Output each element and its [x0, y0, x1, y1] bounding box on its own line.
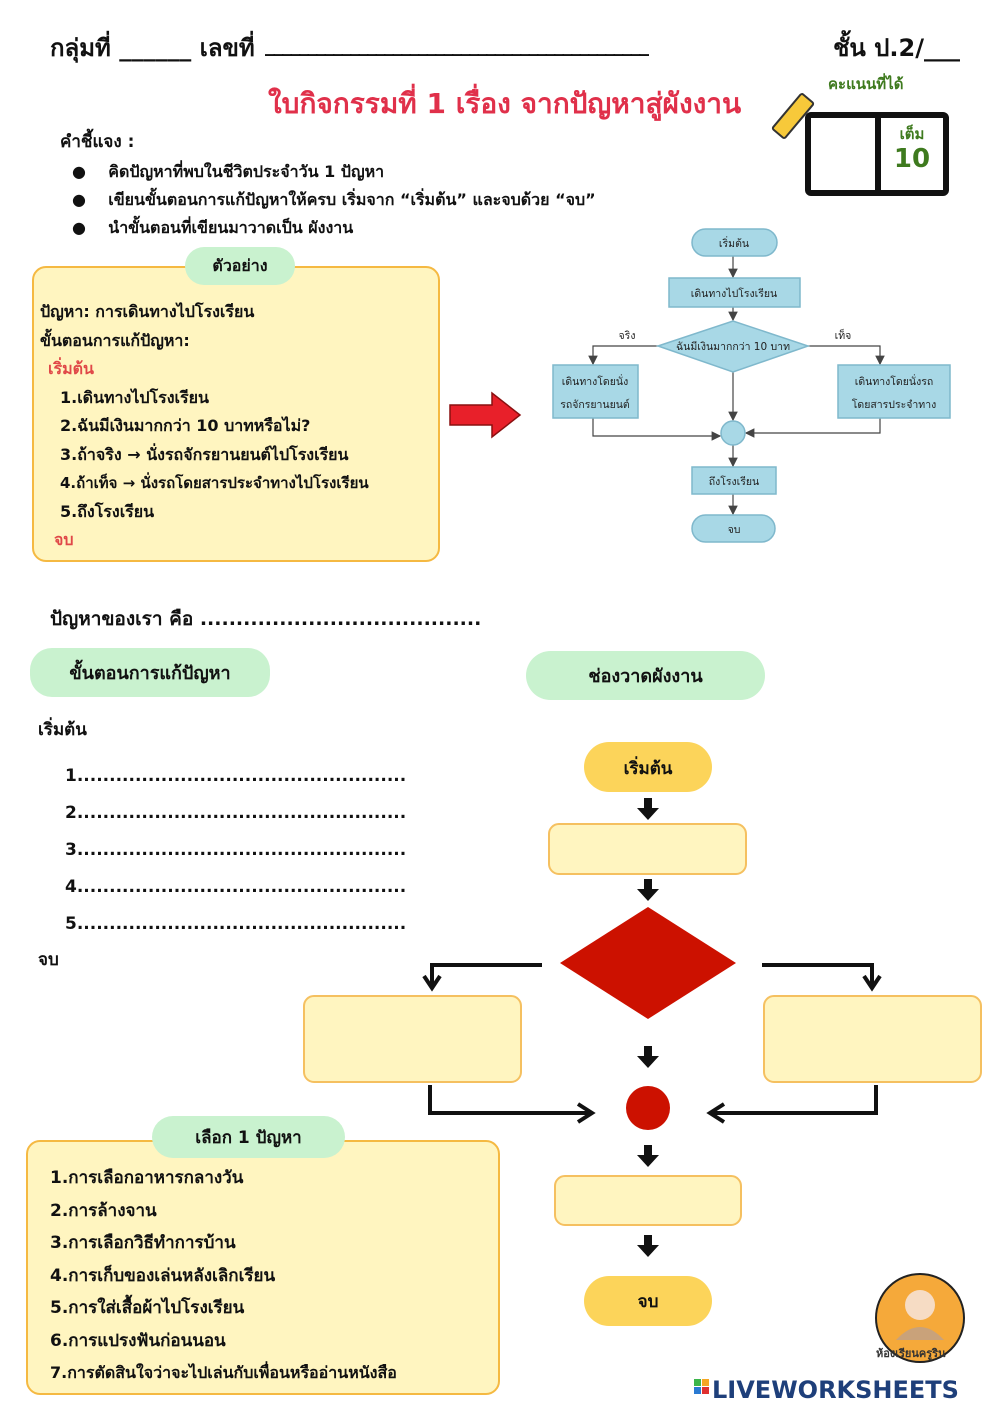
ex-arrive-text: ถึงโรงเรียน	[709, 475, 759, 488]
draw-section-title: ช่องวาดผังงาน	[526, 651, 765, 700]
ex-false-text: เดินทางโดยนั่งรถ	[855, 374, 933, 388]
ex-true-node	[552, 364, 639, 419]
choice-item: 1.การเลือกอาหารกลางวัน	[50, 1168, 244, 1188]
full-score-value: 10	[893, 144, 931, 174]
step-line-input[interactable]: 1.......................................…	[65, 766, 407, 786]
ex-false-label: เท็จ	[835, 328, 852, 342]
choice-item: 6.การแปรงฟันก่อนนอน	[50, 1330, 226, 1351]
step-line-input[interactable]: 3.......................................…	[65, 840, 407, 860]
number-label: เลขที่	[199, 34, 255, 62]
draw-end-text: จบ	[638, 1292, 659, 1312]
header-line: กลุ่มที่ ______ เลขที่	[50, 28, 255, 67]
score-divider	[875, 118, 881, 190]
draw-start-text: เริ่มต้น	[624, 756, 673, 779]
choices-tag: เลือก 1 ปัญหา	[152, 1116, 345, 1158]
choice-item: 4.การเก็บของเล่นหลังเลิกเรียน	[50, 1265, 276, 1286]
avatar-body	[896, 1327, 944, 1340]
instruction-item: ● นำขั้นตอนที่เขียนมาวาดเป็น ผังงาน	[72, 218, 354, 237]
group-blank[interactable]: ______	[119, 34, 192, 62]
full-score-label: เต็ม	[899, 125, 925, 143]
avatar-face	[905, 1290, 935, 1320]
step-line-input[interactable]: 5.......................................…	[65, 914, 407, 934]
class-label: ชั้น ป.2/___	[833, 34, 960, 62]
ex-start-node	[691, 228, 778, 257]
example-start: เริ่มต้น	[48, 359, 94, 378]
instruction-item: ● เขียนขั้นตอนการแก้ปัญหาให้ครบ เริ่มจาก…	[72, 190, 596, 209]
arrow-down-icon	[637, 1235, 659, 1257]
arrow-down-icon	[637, 879, 659, 901]
down-arrows	[637, 798, 659, 1257]
draw-step-box	[548, 823, 747, 875]
steps-start-label: เริ่มต้น	[38, 720, 87, 740]
choice-item: 3.การเลือกวิธีทำการบ้าน	[50, 1233, 236, 1253]
example-step: 5.ถึงโรงเรียน	[60, 501, 155, 521]
choice-item: 5.การใส่เสื้อผ้าไปโรงเรียน	[50, 1298, 245, 1318]
steps-section-title: ขั้นตอนการแก้ปัญหา	[30, 648, 270, 697]
arrow-down-icon	[637, 1145, 659, 1167]
draw-true-box	[303, 995, 522, 1083]
example-step: 2.ฉันมีเงินมากกว่า 10 บาทหรือไม่?	[60, 416, 311, 435]
draw-false-box	[763, 995, 982, 1083]
our-problem-line[interactable]: ปัญหาของเรา คือ ........................…	[50, 608, 482, 630]
ex-end-text: จบ	[728, 524, 741, 536]
score-box: เต็ม 10	[805, 112, 949, 196]
steps-end-label: จบ	[38, 950, 59, 970]
choice-item: 2.การล้างจาน	[50, 1200, 157, 1221]
red-arrow-icon	[449, 391, 522, 439]
choice-item: 7.การตัดสินใจว่าจะไปเล่นกับเพื่อนหรืออ่า…	[50, 1363, 397, 1382]
liveworksheets-logo: LIVEWORKSHEETS	[712, 1376, 959, 1404]
ex-end-node	[691, 514, 776, 543]
choices-box	[26, 1140, 500, 1395]
ex-true-label: จริง	[619, 330, 636, 342]
ex-false-text: โดยสารประจำทาง	[852, 398, 937, 411]
example-tag: ตัวอย่าง	[185, 247, 295, 285]
draw-arrive-box	[554, 1175, 742, 1226]
arrow-down-icon	[637, 1046, 659, 1068]
draw-decision-node	[560, 907, 736, 1019]
ex-true-text: รถจักรยานยนต์	[560, 398, 630, 411]
ex-arrive-node	[691, 466, 777, 495]
example-end: จบ	[54, 530, 74, 549]
ex-true-text: เดินทางโดยนั่ง	[562, 374, 628, 388]
avatar-caption: ห้องเรียนครูริน	[876, 1347, 946, 1360]
draw-connector-node	[626, 1086, 670, 1130]
instruction-item: ● คิดปัญหาที่พบในชีวิตประจำวัน 1 ปัญหา	[72, 162, 385, 181]
step-line-input[interactable]: 4.......................................…	[65, 877, 407, 897]
example-step: 4.ถ้าเท็จ → นั่งรถโดยสารประจำทางไปโรงเรี…	[60, 474, 369, 492]
example-steps-label: ขั้นตอนการแก้ปัญหา:	[40, 330, 190, 350]
step-line-input[interactable]: 2.......................................…	[65, 803, 407, 823]
draw-end-node	[584, 1276, 712, 1326]
example-content: ปัญหา: การเดินทางไปโรงเรียน ขั้นตอนการแก…	[40, 298, 369, 555]
ex-false-node	[837, 364, 951, 419]
steps-lines: 1.......................................…	[65, 758, 406, 943]
ex-start-text: เริ่มต้น	[719, 236, 749, 250]
draw-start-node	[584, 742, 712, 792]
instructions-label: คำชี้แจง :	[60, 132, 135, 152]
page-title: ใบกิจกรรมที่ 1 เรื่อง จากปัญหาสู่ผังงาน	[268, 87, 742, 120]
ex-step-text: เดินทางไปโรงเรียน	[691, 287, 777, 300]
group-label: กลุ่มที่	[50, 34, 111, 62]
ex-decision-node	[655, 320, 811, 373]
ex-connector-node	[720, 420, 746, 446]
instructions-list: ● คิดปัญหาที่พบในชีวิตประจำวัน 1 ปัญหา ●…	[72, 158, 596, 242]
number-blank[interactable]: ________________________________________…	[265, 32, 649, 56]
example-problem: ปัญหา: การเดินทางไปโรงเรียน	[40, 302, 255, 321]
ex-step-node	[668, 277, 801, 308]
example-step: 3.ถ้าจริง → นั่งรถจักรยานยนต์ไปโรงเรียน	[60, 444, 349, 464]
score-label: คะแนนที่ได้	[828, 75, 904, 93]
example-step: 1.เดินทางไปโรงเรียน	[60, 387, 209, 407]
ex-decision-text: ฉันมีเงินมากกว่า 10 บาท	[676, 340, 790, 353]
arrow-down-icon	[637, 798, 659, 820]
choices-list: 1.การเลือกอาหารกลางวัน 2.การล้างจาน 3.กา…	[50, 1162, 397, 1390]
